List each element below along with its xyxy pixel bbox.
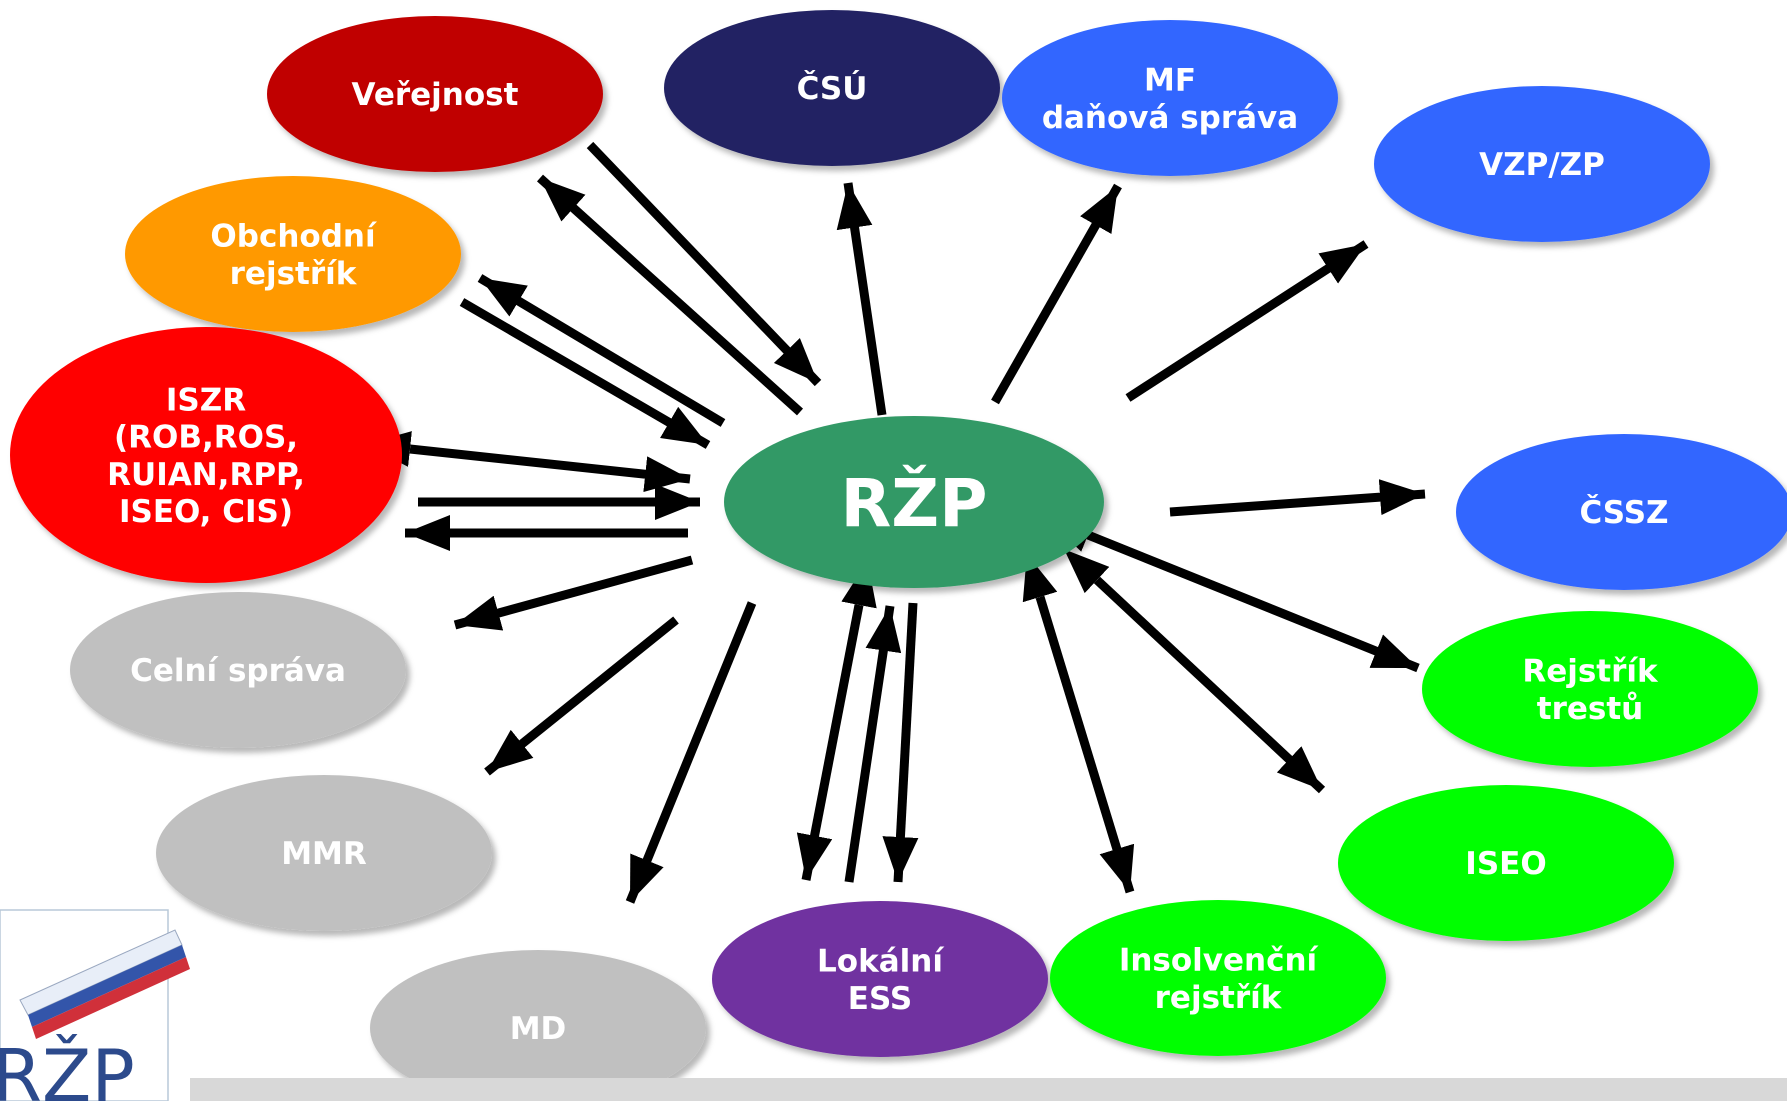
node-iszr-label: (ROB,ROS,: [114, 420, 298, 456]
node-verejnost-ellipse: [267, 16, 603, 172]
arrow-obchodni-in: [477, 274, 726, 427]
node-csu: ČSÚ: [664, 10, 1000, 166]
node-celni-label: Celní správa: [130, 653, 346, 689]
node-rzp-label: RŽP: [840, 464, 987, 542]
arrow-cssz: [1169, 479, 1426, 517]
node-vzp-ellipse: [1374, 86, 1710, 242]
node-iszr-label: ISZR: [166, 382, 246, 418]
node-iszr: ISZR(ROB,ROS,RUIAN,RPP,ISEO, CIS): [10, 327, 402, 583]
node-insolvencni-label: rejstřík: [1155, 980, 1283, 1016]
footer-bar: [190, 1078, 1787, 1101]
arrow-obchodni-out: [459, 298, 711, 449]
node-obchodni-ellipse: [125, 176, 461, 332]
node-insolvencni-label: Insolvenční: [1119, 943, 1319, 979]
node-insolvencni-ellipse: [1050, 900, 1386, 1056]
node-rejstrik-trestu-label: Rejstřík: [1522, 654, 1659, 690]
arrow-insolvencni: [1022, 553, 1135, 894]
logo-text: RŽP: [0, 1034, 135, 1101]
node-cssz-ellipse: [1456, 434, 1787, 590]
node-lokalni-ess-label: ESS: [848, 981, 912, 1017]
arrow-verejnost-out: [586, 141, 822, 387]
connection-arrows: [365, 141, 1426, 904]
node-iszr-ellipse: [10, 327, 402, 583]
node-celni: Celní správa: [70, 592, 406, 748]
node-verejnost-label: Veřejnost: [352, 77, 519, 113]
node-iseo-ellipse: [1338, 785, 1674, 941]
node-lokalni-ess-label: Lokální: [817, 944, 944, 980]
node-lokalni-ess-ellipse: [712, 901, 1048, 1057]
node-rzp: RŽP: [724, 416, 1104, 588]
node-celni-ellipse: [70, 592, 406, 748]
arrow-lokalni-3: [882, 602, 919, 883]
node-csu-label: ČSÚ: [797, 70, 868, 107]
node-mmr: MMR: [156, 775, 492, 931]
node-cssz-label: ČSSZ: [1579, 494, 1668, 531]
center-node: RŽP: [724, 416, 1104, 588]
node-md-label: MD: [510, 1011, 567, 1047]
node-mf-label: MF: [1144, 63, 1196, 99]
arrow-rejstrik: [1046, 518, 1420, 673]
node-mmr-label: MMR: [281, 836, 367, 872]
node-rzp-ellipse: [724, 416, 1104, 588]
node-csu-ellipse: [664, 10, 1000, 166]
node-mf-label: daňová správa: [1042, 100, 1298, 136]
arrow-iseo: [1064, 549, 1326, 794]
arrow-celni: [453, 555, 694, 631]
arrow-verejnost-in: [536, 174, 804, 416]
rzp-logo: RŽP: [0, 909, 190, 1101]
node-iszr-label: RUIAN,RPP,: [107, 457, 305, 493]
node-iseo-label: ISEO: [1465, 846, 1546, 882]
node-vzp: VZP/ZP: [1374, 86, 1710, 242]
node-mmr-ellipse: [156, 775, 492, 931]
arrow-lokalni-1: [796, 560, 877, 881]
node-obchodni-label: Obchodní: [210, 219, 377, 255]
node-iszr-label: ISEO, CIS): [119, 494, 293, 530]
node-md-ellipse: [370, 950, 706, 1101]
node-vzp-label: VZP/ZP: [1479, 147, 1605, 183]
arrow-lokalni-2: [844, 605, 902, 883]
arrow-mmr: [484, 616, 679, 776]
node-iseo: ISEO: [1338, 785, 1674, 941]
arrow-iszr-double: [365, 431, 691, 493]
node-md: MD: [370, 950, 706, 1101]
node-rejstrik-trestu-ellipse: [1422, 611, 1758, 767]
arrow-csu: [836, 182, 887, 416]
node-obchodni-label: rejstřík: [230, 256, 358, 292]
node-mf-ellipse: [1002, 20, 1338, 176]
node-cssz: ČSSZ: [1456, 434, 1787, 590]
node-verejnost: Veřejnost: [267, 16, 603, 172]
node-rejstrik-trestu-label: trestů: [1537, 691, 1643, 727]
arrow-md: [625, 601, 757, 904]
arrow-vzp: [1125, 240, 1369, 402]
arrow-mf: [991, 183, 1122, 405]
